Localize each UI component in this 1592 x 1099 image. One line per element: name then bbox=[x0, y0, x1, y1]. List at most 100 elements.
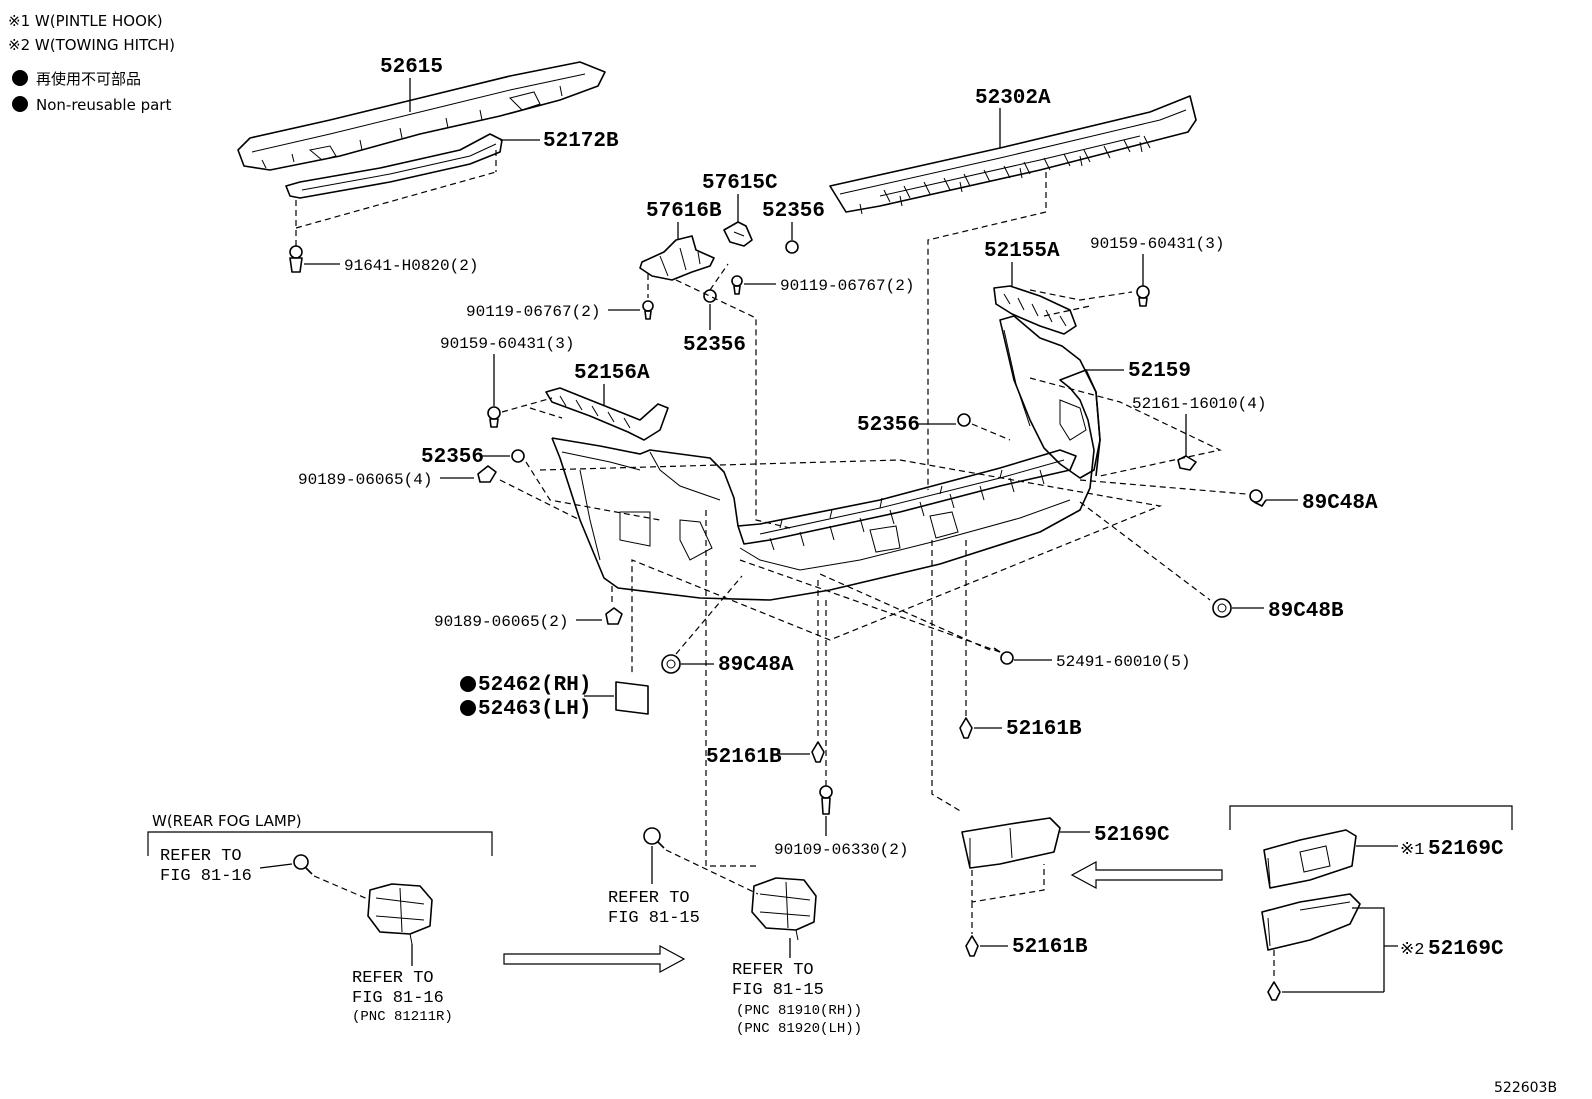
fog-lamp-screw[interactable] bbox=[293, 854, 313, 875]
illustration-code: 522603B bbox=[1494, 1080, 1557, 1096]
label-52169C-pintle: 52169C bbox=[1428, 838, 1504, 861]
nut-52356-left[interactable] bbox=[511, 449, 525, 463]
dash-leader bbox=[1079, 479, 1247, 495]
clip-90189-2[interactable] bbox=[605, 607, 623, 625]
label-57615C: 57615C bbox=[702, 172, 778, 195]
label-52356-top: 52356 bbox=[762, 200, 825, 223]
grommet-89C48A-left[interactable] bbox=[661, 654, 681, 674]
nut-52356-mid[interactable] bbox=[703, 289, 717, 303]
rear-bumper-cover[interactable] bbox=[551, 315, 1101, 601]
grommet-89C48B[interactable] bbox=[1212, 598, 1232, 618]
non-reusable-dot-icon bbox=[12, 70, 28, 86]
retainer-52155A[interactable] bbox=[993, 285, 1077, 335]
clip-52161B-bottom[interactable] bbox=[965, 935, 979, 957]
fog-ref2-line2: FIG 81-16 bbox=[352, 989, 444, 1008]
clip-52161B-left[interactable] bbox=[811, 741, 825, 763]
label-90119-right: 90119-06767(2) bbox=[780, 277, 914, 295]
label-52169C-hitch: 52169C bbox=[1428, 938, 1504, 961]
label-52161-16010: 52161-16010(4) bbox=[1132, 395, 1266, 413]
bracket-57615C[interactable] bbox=[723, 221, 753, 247]
label-52172B: 52172B bbox=[543, 130, 619, 153]
label-52462: 52462(RH) bbox=[478, 674, 591, 697]
reinforcement-52615[interactable] bbox=[237, 61, 606, 171]
label-52356-mid: 52356 bbox=[683, 334, 746, 357]
label-52169C-main: 52169C bbox=[1094, 824, 1170, 847]
dash-leader bbox=[501, 397, 563, 419]
mark-pintle-1: ※1 bbox=[1400, 841, 1424, 860]
label-57616B: 57616B bbox=[646, 200, 722, 223]
label-52155A: 52155A bbox=[984, 240, 1060, 263]
step-plate-52302A[interactable] bbox=[829, 95, 1197, 215]
label-52159: 52159 bbox=[1128, 360, 1191, 383]
label-90119-left: 90119-06767(2) bbox=[466, 303, 600, 321]
label-52356-right: 52356 bbox=[857, 414, 920, 437]
lamp-ref-bottom-line2: FIG 81-15 bbox=[732, 981, 824, 1000]
arrow-right-icon bbox=[503, 944, 686, 974]
fog-ref1-line1: REFER TO bbox=[160, 847, 242, 866]
screw-90159-right[interactable] bbox=[1136, 285, 1150, 307]
label-90159-left: 90159-60431(3) bbox=[440, 335, 574, 353]
cover-52169C-hitch[interactable] bbox=[1261, 893, 1361, 951]
fog-ref2-line1: REFER TO bbox=[352, 969, 434, 988]
reflector-52462-52463[interactable] bbox=[615, 681, 649, 715]
legend-non-reusable-jp: 再使用不可部品 bbox=[36, 70, 141, 88]
fog-ref2-pnc: (PNC 81211R) bbox=[352, 1009, 453, 1025]
fog-lamp-title: W(REAR FOG LAMP) bbox=[152, 812, 302, 830]
non-reusable-dot-icon bbox=[12, 96, 28, 112]
legend-note-towing-hitch: ※2 W(TOWING HITCH) bbox=[8, 36, 175, 54]
dash-leader bbox=[1029, 377, 1222, 477]
label-90109: 90109-06330(2) bbox=[774, 841, 908, 859]
bolt-90119-right[interactable] bbox=[731, 275, 743, 295]
lamp-ref-bottom-line1: REFER TO bbox=[732, 961, 814, 980]
non-reusable-dot-icon bbox=[460, 676, 476, 692]
bolt-90119-left[interactable] bbox=[642, 300, 654, 320]
absorber-52172B[interactable] bbox=[285, 133, 503, 199]
lamp-pnc-lh: (PNC 81920(LH)) bbox=[736, 1021, 862, 1037]
dash-leader bbox=[499, 459, 1163, 676]
cover-52169C-pintle[interactable] bbox=[1263, 829, 1357, 889]
label-52615: 52615 bbox=[380, 56, 443, 79]
lamp-pnc-rh: (PNC 81910(RH)) bbox=[736, 1003, 862, 1019]
screw-90159-left[interactable] bbox=[487, 406, 501, 428]
bracket-57616B[interactable] bbox=[639, 235, 715, 281]
dash-leader bbox=[665, 510, 760, 895]
label-52356-left: 52356 bbox=[421, 446, 484, 469]
dash-leader bbox=[931, 540, 1045, 934]
dash-leader bbox=[647, 263, 791, 529]
label-91641: 91641-H0820(2) bbox=[344, 257, 478, 275]
label-52161B-bottom: 52161B bbox=[1012, 936, 1088, 959]
non-reusable-dot-icon bbox=[460, 700, 476, 716]
bolt-91641[interactable] bbox=[289, 245, 303, 273]
label-52491: 52491-60010(5) bbox=[1056, 653, 1190, 671]
legend: ※1 W(PINTLE HOOK) ※2 W(TOWING HITCH) 再使用… bbox=[8, 12, 175, 114]
label-52161B-mid: 52161B bbox=[1006, 718, 1082, 741]
clip-90189-4[interactable] bbox=[477, 465, 497, 483]
rear-lamp-unit[interactable] bbox=[751, 877, 817, 941]
nut-52356-top[interactable] bbox=[785, 240, 799, 254]
bolt-90109[interactable] bbox=[819, 785, 833, 815]
retainer-52156A[interactable] bbox=[545, 387, 669, 441]
dash-leader bbox=[1079, 501, 1211, 601]
fog-lamp-unit[interactable] bbox=[367, 883, 433, 945]
label-52156A: 52156A bbox=[574, 362, 650, 385]
label-90189-2: 90189-06065(2) bbox=[434, 613, 568, 631]
lamp-screw[interactable] bbox=[643, 827, 665, 849]
lamp-ref-top-line2: FIG 81-15 bbox=[608, 909, 700, 928]
clip-52161B-mid[interactable] bbox=[959, 717, 973, 739]
legend-note-pintle-hook: ※1 W(PINTLE HOOK) bbox=[8, 12, 163, 30]
fog-lamp-box-bracket bbox=[147, 831, 493, 856]
dash-leader bbox=[739, 559, 1001, 653]
clip-52161B-hitch[interactable] bbox=[1267, 981, 1281, 1001]
clip-89C48A-right[interactable] bbox=[1249, 489, 1267, 507]
clip-52161-16010[interactable] bbox=[1177, 455, 1197, 471]
dash-leader bbox=[295, 150, 497, 246]
cover-52169C-main[interactable] bbox=[961, 817, 1061, 869]
arrow-left-icon bbox=[1070, 860, 1223, 890]
label-89C48B: 89C48B bbox=[1268, 600, 1344, 623]
label-90159-right: 90159-60431(3) bbox=[1090, 235, 1224, 253]
label-52161B-left: 52161B bbox=[706, 746, 782, 769]
leader-line bbox=[1352, 907, 1398, 992]
nut-52356-right[interactable] bbox=[957, 413, 971, 427]
label-52463: 52463(LH) bbox=[478, 698, 591, 721]
leader-line bbox=[259, 863, 293, 869]
